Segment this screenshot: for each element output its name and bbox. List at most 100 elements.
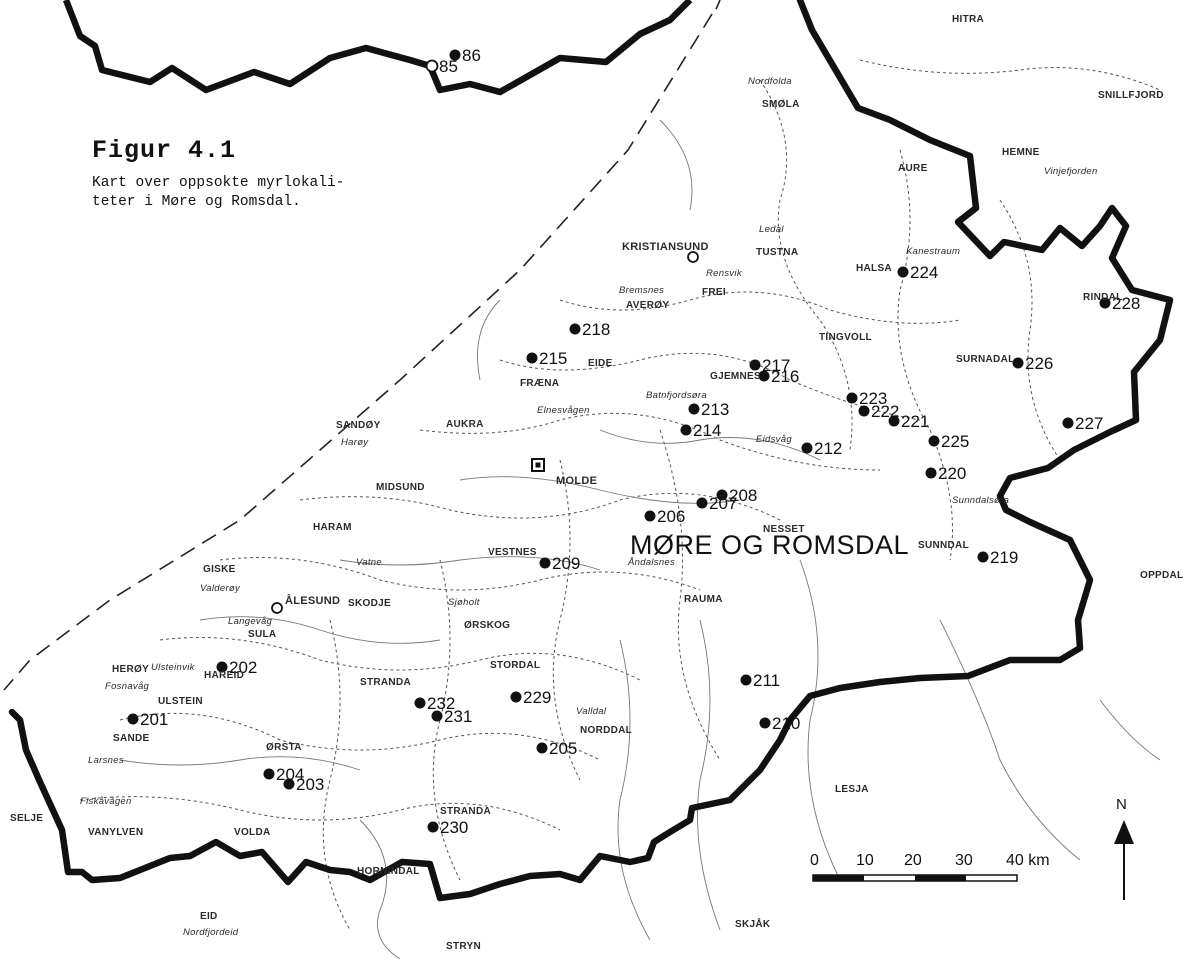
site-dot [897, 266, 909, 278]
site-number: 221 [901, 412, 929, 431]
place-label: GISKE [203, 564, 236, 575]
site-dot [858, 405, 870, 417]
municipal-boundaries [79, 59, 1161, 931]
place-label: SANDE [113, 733, 150, 744]
place-label: HAREID [204, 670, 245, 681]
place-label: Åndalsnes [628, 557, 676, 568]
site-number: 211 [753, 671, 780, 690]
site-number: 231 [444, 707, 472, 726]
place-label: Rensvik [706, 268, 742, 279]
site-dot [510, 691, 522, 703]
site-number: 212 [814, 439, 842, 458]
site-dot [127, 713, 139, 725]
place-label: HORNINDAL [357, 866, 420, 877]
site-dot [688, 403, 700, 415]
north-label: N [1116, 796, 1127, 813]
site-dot [846, 392, 858, 404]
place-label: EID [200, 911, 218, 922]
place-label: VOLDA [234, 827, 271, 838]
site-dot [569, 323, 581, 335]
site-dot [539, 557, 551, 569]
site-dot [888, 415, 900, 427]
place-label: ØRSKOG [464, 620, 511, 631]
county-border-main [8, 0, 1174, 902]
site-number: 223 [859, 389, 887, 408]
place-label: Vinjefjorden [1044, 166, 1098, 177]
place-label: AVERØY [626, 300, 670, 311]
place-label: VANYLVEN [88, 827, 144, 838]
coastline-limit-dashed-upper [713, 0, 721, 15]
site-number: 201 [140, 710, 168, 729]
place-label: Valderøy [200, 583, 241, 594]
figure-title: Figur 4.1 [92, 136, 237, 165]
place-label: ULSTEIN [158, 696, 203, 707]
site-number: 204 [276, 765, 304, 784]
site-number: 217 [762, 356, 790, 375]
place-label: AURE [898, 163, 928, 174]
site-dot [414, 697, 426, 709]
place-label: FREI [702, 287, 726, 298]
place-label: Ledal [759, 224, 784, 235]
site-number: 229 [523, 688, 551, 707]
site-number: 219 [990, 548, 1018, 567]
place-label: SELJE [10, 813, 44, 824]
place-label: Harøy [341, 437, 369, 448]
figure-caption: Kart over oppsokte myrlokali- teter i Mø… [92, 175, 345, 210]
place-label: STRANDA [360, 677, 411, 688]
site-dot [283, 778, 295, 790]
site-number: 226 [1025, 354, 1053, 373]
site-number: 228 [1112, 294, 1140, 313]
site-number: 206 [657, 507, 685, 526]
place-label: Valldal [576, 706, 607, 717]
place-label: STRYN [446, 941, 482, 952]
site-number: 205 [549, 739, 577, 758]
place-label: Nordfolda [748, 76, 792, 87]
site-number: 222 [871, 402, 899, 421]
site-number: 210 [772, 714, 800, 733]
site-number: 86 [462, 46, 481, 65]
site-dot [1062, 417, 1074, 429]
place-label: Elnesvågen [537, 405, 590, 416]
place-label: GJEMNES [710, 371, 762, 382]
site-number: 225 [941, 432, 969, 451]
site-dot [263, 768, 275, 780]
site-dot [740, 674, 752, 686]
site-dot [536, 742, 548, 754]
site-number: 208 [729, 486, 757, 505]
place-label: Fosnavåg [105, 681, 150, 692]
place-label: Sunndalsøra [952, 495, 1010, 506]
scale-label-40km: 40 km [1006, 852, 1050, 869]
site-number: 224 [910, 263, 938, 282]
place-label: RAUMA [684, 594, 723, 605]
site-dot [925, 467, 937, 479]
place-label: ÅLESUND [285, 595, 341, 607]
place-label: STRANDA [440, 806, 491, 817]
site-number: 227 [1075, 414, 1103, 433]
place-label: Batnfjordsøra [646, 390, 707, 401]
site-dot [216, 661, 228, 673]
place-label: VESTNES [488, 547, 537, 558]
place-label: Fiskåvågen [80, 796, 132, 807]
site-markers: 8586201202203204205206207208209210211212… [127, 46, 1140, 837]
site-dot [759, 717, 771, 729]
scale-label-20: 20 [904, 852, 922, 869]
site-dot [928, 435, 940, 447]
region-label: MØRE OG ROMSDAL [630, 530, 910, 560]
place-label: NORDDAL [580, 725, 633, 736]
north-arrow-icon [1114, 820, 1134, 900]
town-marker-inner [535, 462, 541, 468]
site-dot [425, 59, 439, 73]
place-label: Nordfjordeid [183, 927, 239, 938]
place-label: Bremsnes [619, 285, 665, 296]
site-number: 232 [427, 694, 455, 713]
site-number: 214 [693, 421, 721, 440]
site-dot [696, 497, 708, 509]
place-label: Eidsvåg [756, 434, 792, 445]
place-label: STORDAL [490, 660, 541, 671]
place-label: SNILLFJORD [1098, 90, 1164, 101]
site-number: 230 [440, 818, 468, 837]
site-dot [801, 442, 813, 454]
site-number: 209 [552, 554, 580, 573]
